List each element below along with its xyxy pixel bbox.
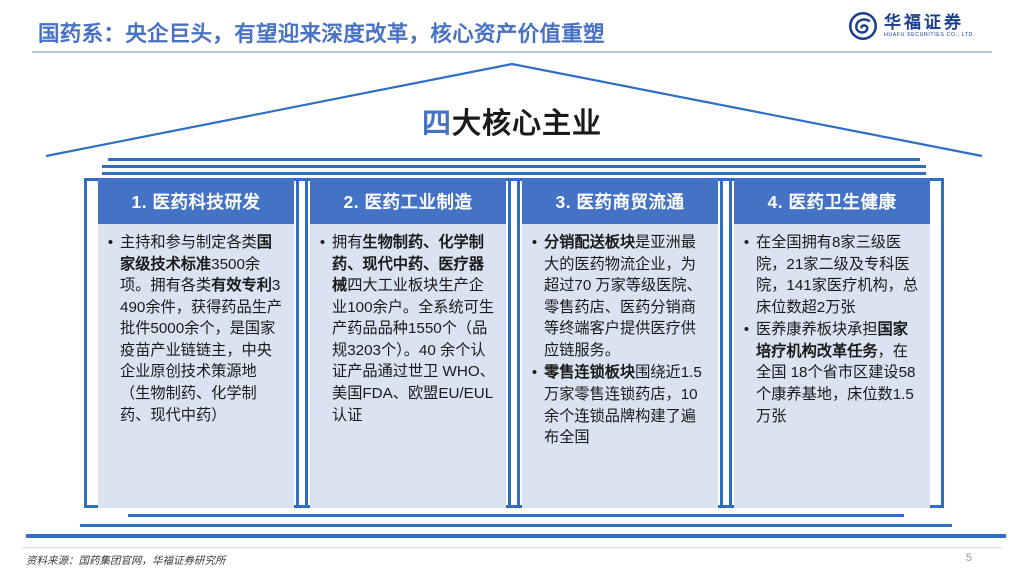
pillar-2[interactable]: 2. 医药工业制造 • 拥有生物制药、化学制药、现代中药、医疗器械四大工业板块生产… <box>296 178 520 508</box>
gable-heading-highlight: 四 <box>421 108 452 140</box>
roof-triangle-icon <box>45 62 983 158</box>
base-beam-upper <box>128 514 904 517</box>
pillar-2-body: • 拥有生物制药、化学制药、现代中药、医疗器械四大工业板块生产企业100余户。全系… <box>310 224 506 508</box>
four-pillars-container: 1. 医药科技研发 • 主持和参与制定各类国家级技术标准3500余项。拥有各类有效… <box>0 178 1024 508</box>
pillar-1-body: • 主持和参与制定各类国家级技术标准3500余项。拥有各类有效专利3490余件，获… <box>98 224 294 508</box>
bullet-text: 医养康养板块承担国家培疗机构改革任务，在全国 18个省市区建设58 个康养基地，… <box>756 321 916 425</box>
gable-heading-rest: 大核心主业 <box>452 108 603 140</box>
header-divider <box>32 51 992 53</box>
roof-beam-upper <box>108 158 920 161</box>
bullet-text: 拥有生物制药、化学制药、现代中药、医疗器械四大工业板块生产企业100余户。全系统… <box>332 234 495 424</box>
pillar-4-card: 4. 医药卫生健康 • 在全国拥有8家三级医院，21家二级及专科医院，141家医疗… <box>734 178 930 508</box>
footer-divider <box>22 547 1002 548</box>
bullet-dot-icon: • <box>743 234 750 251</box>
base-beam-lower <box>26 534 1006 538</box>
slide-header: 国药系：央企巨头，有望迎来深度改革，核心资产价值重塑 华福证券 HUAFU SE… <box>0 0 1024 54</box>
logo-name-cn: 华福证券 <box>884 12 964 32</box>
bullet-dot-icon: • <box>319 234 326 251</box>
bullet-item: • 在全国拥有8家三级医院，21家二级及专科医院，141家医疗机构，总床位数超2万… <box>742 232 920 318</box>
huafu-spiral-logo-icon <box>848 11 878 41</box>
pillar-4-body: • 在全国拥有8家三级医院，21家二级及专科医院，141家医疗机构，总床位数超2万… <box>734 224 930 508</box>
pillar-1-header: 1. 医药科技研发 <box>98 178 294 224</box>
bullet-text: 零售连锁板块围绕近1.5 万家零售连锁药店，10 余个连锁品牌构建了遍布全国 <box>544 364 702 447</box>
pillar-4-header: 4. 医药卫生健康 <box>734 178 930 224</box>
bullet-item: • 主持和参与制定各类国家级技术标准3500余项。拥有各类有效专利3490余件，获… <box>106 232 284 426</box>
pillar-1-card: 1. 医药科技研发 • 主持和参与制定各类国家级技术标准3500余项。拥有各类有效… <box>98 178 294 508</box>
pillar-2-card: 2. 医药工业制造 • 拥有生物制药、化学制药、现代中药、医疗器械四大工业板块生产… <box>310 178 506 508</box>
house-base-graphic <box>0 506 1024 542</box>
bullet-item: • 分销配送板块是亚洲最大的医药物流企业，为超过70 万家等级医院、零售药店、医药… <box>530 232 708 361</box>
pillar-4[interactable]: 4. 医药卫生健康 • 在全国拥有8家三级医院，21家二级及专科医院，141家医疗… <box>720 178 944 508</box>
bullet-text: 主持和参与制定各类国家级技术标准3500余项。拥有各类有效专利3490余件，获得… <box>120 234 283 424</box>
bullet-text: 分销配送板块是亚洲最大的医药物流企业，为超过70 万家等级医院、零售药店、医药分… <box>544 234 702 359</box>
house-roof-graphic <box>0 56 1024 161</box>
bullet-dot-icon: • <box>531 234 538 251</box>
bullet-item: • 医养康养板块承担国家培疗机构改革任务，在全国 18个省市区建设58 个康养基地… <box>742 319 920 427</box>
bullet-text: 在全国拥有8家三级医院，21家二级及专科医院，141家医疗机构，总床位数超2万张 <box>756 234 919 316</box>
source-note: 资料来源：国药集团官网，华福证券研究所 <box>26 556 226 567</box>
logo-text-block: 华福证券 HUAFU SECURITIES CO., LTD. <box>884 12 975 38</box>
pillar-3[interactable]: 3. 医药商贸流通 • 分销配送板块是亚洲最大的医药物流企业，为超过70 万家等级… <box>508 178 732 508</box>
bullet-dot-icon: • <box>743 321 750 339</box>
page-number: 5 <box>965 552 972 564</box>
pillar-3-body: • 分销配送板块是亚洲最大的医药物流企业，为超过70 万家等级医院、零售药店、医药… <box>522 224 718 508</box>
roof-beam-lower <box>102 172 926 175</box>
bullet-item: • 零售连锁板块围绕近1.5 万家零售连锁药店，10 余个连锁品牌构建了遍布全国 <box>530 362 708 448</box>
pillar-1[interactable]: 1. 医药科技研发 • 主持和参与制定各类国家级技术标准3500余项。拥有各类有效… <box>84 178 308 508</box>
pillar-3-card: 3. 医药商贸流通 • 分销配送板块是亚洲最大的医药物流企业，为超过70 万家等级… <box>522 178 718 508</box>
pillar-3-header: 3. 医药商贸流通 <box>522 178 718 224</box>
bullet-dot-icon: • <box>531 364 538 382</box>
bullet-item: • 拥有生物制药、化学制药、现代中药、医疗器械四大工业板块生产企业100余户。全系… <box>318 232 496 426</box>
base-beam-middle <box>80 524 952 527</box>
roof-beam-middle <box>102 165 926 168</box>
gable-heading: 四大核心主业 <box>0 100 1024 142</box>
page-title: 国药系：央企巨头，有望迎来深度改革，核心资产价值重塑 <box>38 22 605 46</box>
company-logo: 华福证券 HUAFU SECURITIES CO., LTD. <box>848 8 998 44</box>
pillar-2-header: 2. 医药工业制造 <box>310 178 506 224</box>
bullet-dot-icon: • <box>107 234 114 251</box>
logo-name-en: HUAFU SECURITIES CO., LTD. <box>884 31 975 38</box>
